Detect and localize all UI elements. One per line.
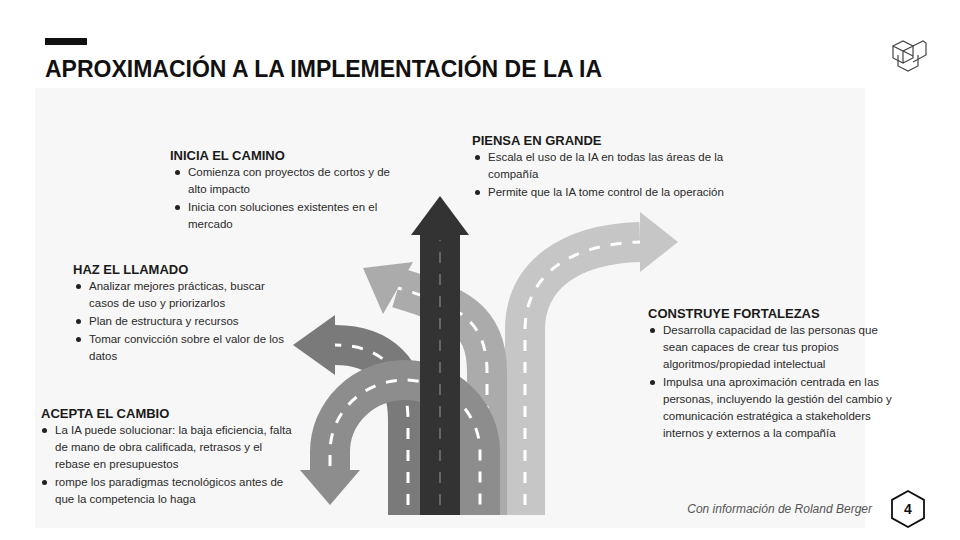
bullet-text: La IA puede solucionar: la baja eficienc… xyxy=(55,424,292,470)
bullet-item: Analizar mejores prácticas, buscar casos… xyxy=(73,278,287,312)
bullet-text: Plan de estructura y recursos xyxy=(89,315,239,327)
bullet-text: Escala el uso de la IA en todas las área… xyxy=(488,151,723,180)
bullet-text: Impulsa una aproximación centrada en las… xyxy=(663,376,892,439)
bullet-item: rompe los paradigmas tecnológicos antes … xyxy=(39,474,297,508)
bullet-text: rompe los paradigmas tecnológicos antes … xyxy=(55,476,283,505)
bullet-text: Analizar mejores prácticas, buscar casos… xyxy=(89,280,265,309)
bullet-item: Impulsa una aproximación centrada en las… xyxy=(647,374,892,442)
bullet-text: Desarrolla capacidad de las personas que… xyxy=(663,324,878,370)
bullet-dot xyxy=(650,328,655,333)
bullet-text: Comienza con proyectos de cortos y de al… xyxy=(188,166,390,195)
bullet-dot xyxy=(175,170,180,175)
bullet-text: Inicia con soluciones existentes en el m… xyxy=(188,201,377,230)
bullet-dot xyxy=(42,480,47,485)
bullet-item: Plan de estructura y recursos xyxy=(73,313,287,330)
slide-title: APROXIMACIÓN A LA IMPLEMENTACIÓN DE LA I… xyxy=(45,56,602,83)
bullet-dot xyxy=(650,380,655,385)
page-number: 4 xyxy=(904,501,912,517)
bullet-item: Tomar convicción sobre el valor de los d… xyxy=(73,331,287,365)
bullet-item: Escala el uso de la IA en todas las área… xyxy=(472,149,724,183)
bullet-item: Desarrolla capacidad de las personas que… xyxy=(647,322,892,373)
section-heading: ACEPTA EL CAMBIO xyxy=(41,406,169,421)
section-heading: HAZ EL LLAMADO xyxy=(73,262,188,277)
bullet-item: Permite que la IA tome control de la ope… xyxy=(472,184,724,201)
bullet-item: Inicia con soluciones existentes en el m… xyxy=(172,199,404,233)
bullet-item: La IA puede solucionar: la baja eficienc… xyxy=(39,422,297,473)
bullet-dot xyxy=(76,319,81,324)
section-heading: CONSTRUYE FORTALEZAS xyxy=(648,306,820,321)
page-number-hexagon: 4 xyxy=(890,490,926,528)
bullet-item: Comienza con proyectos de cortos y de al… xyxy=(172,164,404,198)
bullet-dot xyxy=(76,337,81,342)
section-heading: PIENSA EN GRANDE xyxy=(472,133,602,148)
bullet-dot xyxy=(42,428,47,433)
bullet-text: Tomar convicción sobre el valor de los d… xyxy=(89,333,284,362)
bullet-dot xyxy=(175,205,180,210)
section-heading: INICIA EL CAMINO xyxy=(170,148,285,163)
bullet-dot xyxy=(475,155,480,160)
bullet-dot xyxy=(475,190,480,195)
bullet-dot xyxy=(76,284,81,289)
source-caption: Con información de Roland Berger xyxy=(687,502,872,516)
logo-cubes xyxy=(893,41,926,71)
bullet-text: Permite que la IA tome control de la ope… xyxy=(488,186,724,198)
